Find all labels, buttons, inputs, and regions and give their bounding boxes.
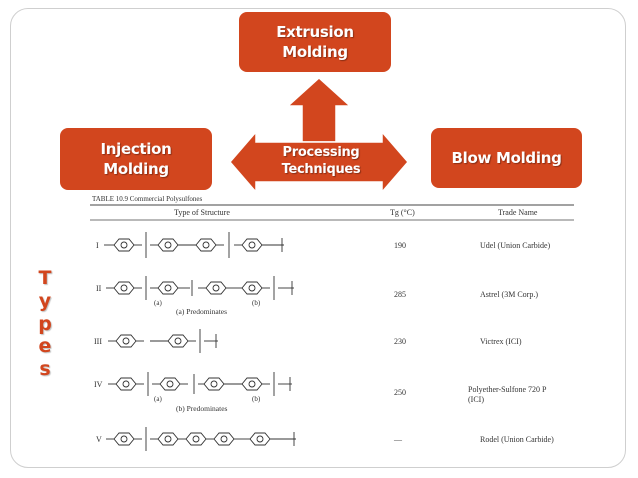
center-line2: Techniques [281,162,361,177]
types-letter: s [39,358,51,381]
structure-formula [104,232,284,258]
row-tg: 285 [394,290,406,299]
row-trade-line2: (ICI) [468,395,484,404]
up-arrow-shape [286,76,352,143]
row-trade: Polyether-Sulfone 720 P [468,385,547,394]
center-line1: Processing [282,145,360,160]
table-row: I 190 Udel (Union Carbide) [96,232,551,258]
types-letter: e [38,335,52,358]
row-tg: 250 [394,388,406,397]
row-number: III [94,337,102,346]
row-tg: 190 [394,241,406,250]
header-structure: Type of Structure [174,208,230,217]
types-letter: T [38,267,52,289]
types-vertical-label: T y p e s [33,267,57,381]
table-caption: TABLE 10.9 Commercial Polysulfones [92,195,203,203]
sub-label-b: (b) [252,395,261,403]
types-letter: y [38,289,52,312]
row-tg: 230 [394,337,406,346]
table-row: IV (a) (b) (b) Predominates 250 Polyethe… [94,372,547,413]
row-number: V [96,435,102,444]
injection-molding-box: Injection Molding [60,128,212,190]
injection-line2: Molding [103,160,169,178]
slide-frame [10,8,626,468]
row-trade: Rodel (Union Carbide) [480,435,554,444]
sub-label-a: (a) [154,299,162,307]
structure-formula [106,427,296,451]
row-tg: — [393,435,403,444]
row-trade: Udel (Union Carbide) [480,241,551,250]
table-row: III 230 Victrex (ICI) [94,329,522,353]
sub-label-a: (a) [154,395,162,403]
structure-formula [108,329,218,353]
table-row: V — Rodel (Union Carbide) [96,427,554,451]
types-letter: p [38,312,52,335]
row-number: II [96,284,102,293]
blow-molding-box: Blow Molding [431,128,582,188]
structure-formula [106,276,294,300]
double-arrow-shape [229,129,409,195]
extrusion-molding-box: Extrusion Molding [239,12,391,72]
extrusion-line1: Extrusion [276,23,354,41]
table-row: II (a) (b) (a) Predominates 285 Astrel (… [96,276,538,316]
sub-label-b: (b) [252,299,261,307]
structure-formula [108,372,292,396]
injection-line1: Injection [100,140,172,158]
row-note: (b) Predominates [176,404,228,413]
row-number: I [96,241,99,250]
row-number: IV [94,380,103,389]
header-tg: Tg (°C) [390,208,415,217]
polysulfone-table: TABLE 10.9 Commercial Polysulfones Type … [84,192,580,460]
row-trade: Victrex (ICI) [480,337,522,346]
blow-label: Blow Molding [451,149,562,167]
header-trade: Trade Name [498,208,538,217]
row-note: (a) Predominates [176,307,227,316]
processing-techniques-label: Processing Techniques [262,144,380,178]
row-trade: Astrel (3M Corp.) [480,290,538,299]
extrusion-line2: Molding [282,43,348,61]
